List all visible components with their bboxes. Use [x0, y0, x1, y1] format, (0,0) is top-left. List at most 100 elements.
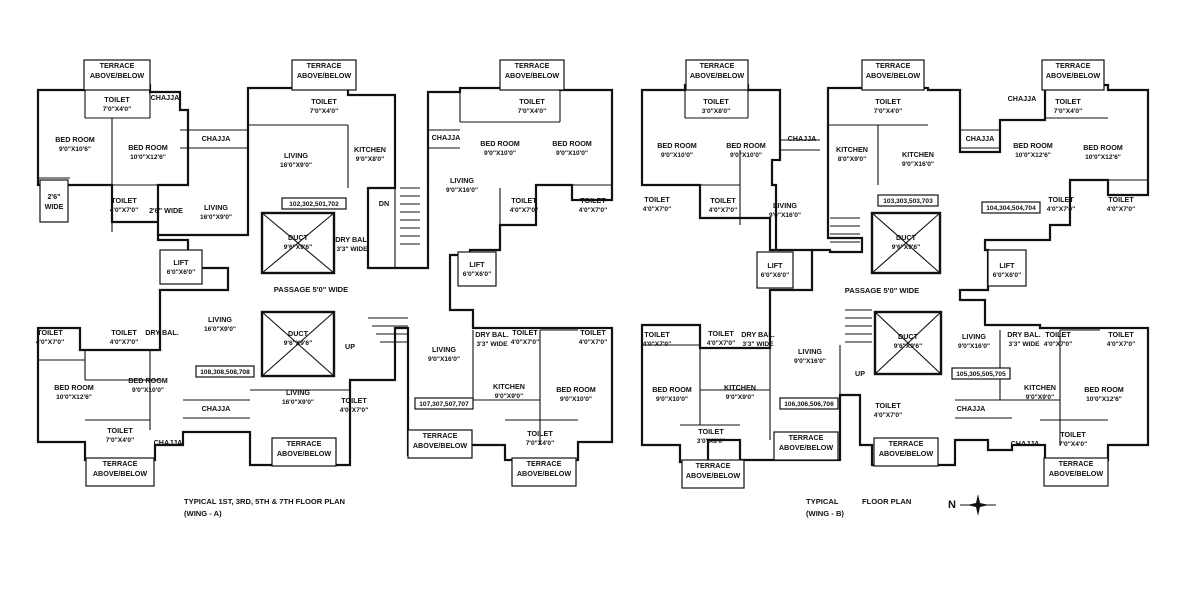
stair-label: UP — [345, 342, 355, 351]
wing-b-terrace-tl — [685, 59, 749, 91]
flat-number: 104,304,504,704 — [986, 205, 1036, 212]
dimension: 9'0"X10'0" — [730, 152, 762, 159]
dimension: 7'0"X4'0" — [526, 440, 554, 447]
label: ABOVE/BELOW — [277, 449, 332, 458]
wing-a-duct-bottom — [260, 310, 336, 378]
label: TOILET — [644, 195, 670, 204]
wing-a-plan — [36, 59, 614, 487]
label: CHAJJA — [202, 404, 231, 413]
label: TOILET — [580, 328, 606, 337]
wing-a-terrace-tl — [83, 59, 151, 91]
dimension: 3'0"X8'0" — [697, 438, 725, 445]
wing-a-labels: TERRACE ABOVE/BELOW TERRACE ABOVE/BELOW … — [36, 61, 607, 518]
label: TERRACE — [307, 61, 342, 70]
wing-b-terrace-bc — [773, 431, 839, 461]
dimension: 4'0"X7'0" — [709, 207, 737, 214]
label: TOILET — [104, 95, 130, 104]
wing-a-duct-top — [260, 211, 336, 275]
dimension: 3'3" WIDE — [336, 246, 368, 253]
flat-number: 106,306,506,706 — [784, 401, 834, 408]
wing-b-outer-wall — [640, 83, 1150, 467]
label: TERRACE — [287, 439, 322, 448]
dimension: 9'0"X10'0" — [661, 152, 693, 159]
label: TERRACE — [889, 439, 924, 448]
wing-a-terrace-br — [407, 429, 473, 459]
label: TOILET — [710, 196, 736, 205]
label: ABOVE/BELOW — [1049, 469, 1104, 478]
dimension: 9'0"X9'0" — [495, 393, 523, 400]
dimension: 7'0"X4'0" — [518, 108, 546, 115]
label: DUCT — [898, 332, 919, 341]
label: TOILET — [644, 330, 670, 339]
label: LIVING — [450, 176, 474, 185]
dimension: 4'0"X7'0" — [1047, 206, 1075, 213]
label: BED ROOM — [128, 143, 168, 152]
dimension: 6'0"X6'0" — [167, 269, 195, 276]
dimension: 4'0"X7'0" — [340, 407, 368, 414]
label: TOILET — [527, 429, 553, 438]
label: TERRACE — [700, 61, 735, 70]
label: TOILET — [1045, 330, 1071, 339]
label: TOILET — [512, 328, 538, 337]
dimension: 4'0"X7'0" — [643, 341, 671, 348]
wing-a-terrace-tc — [291, 59, 357, 91]
dimension: 4'0"X7'0" — [110, 207, 138, 214]
wing-a-caption: TYPICAL 1ST, 3RD, 5TH & 7TH FLOOR PLAN — [184, 497, 345, 506]
dimension: 3'0"X8'0" — [702, 108, 730, 115]
dimension: 9'0"X8'0" — [356, 156, 384, 163]
label: TOILET — [875, 401, 901, 410]
dimension: 4'0"X7'0" — [1044, 341, 1072, 348]
dimension: 4'0"X7'0" — [579, 339, 607, 346]
passage-label: PASSAGE 5'0" WIDE — [845, 286, 919, 295]
wing-b-terrace-tc — [861, 59, 925, 91]
label: TOILET — [511, 196, 537, 205]
label: CHAJJA — [957, 404, 986, 413]
label: ABOVE/BELOW — [879, 449, 934, 458]
wing-b-lift-right — [987, 249, 1027, 287]
label: KITCHEN — [1024, 383, 1056, 392]
dimension: 9'0"X10'0" — [656, 396, 688, 403]
wing-a-terrace-bl — [85, 457, 155, 487]
dimension: 9'6"X9'6" — [894, 343, 922, 350]
wing-a-terrace-tr — [499, 59, 565, 91]
label: ABOVE/BELOW — [690, 71, 745, 80]
wing-b-duct-bottom — [873, 310, 943, 376]
wing-a-wide-slot — [39, 179, 69, 223]
dimension: 9'6"X9'6" — [284, 244, 312, 251]
label: TOILET — [703, 97, 729, 106]
label: 2'6" — [47, 192, 60, 201]
wing-b-caption-mid: FLOOR PLAN — [862, 497, 911, 506]
label: CHAJJA — [788, 134, 817, 143]
wing-b-lift-left — [756, 251, 794, 289]
label: BED ROOM — [1083, 143, 1123, 152]
wing-b-terrace-br2 — [1043, 457, 1109, 487]
label: TOILET — [708, 329, 734, 338]
label: LIVING — [208, 315, 232, 324]
label: BED ROOM — [726, 141, 766, 150]
wing-a-flatno-box-top — [281, 197, 347, 210]
label: 2'6" WIDE — [149, 206, 183, 215]
label: ABOVE/BELOW — [297, 71, 352, 80]
label: ABOVE/BELOW — [517, 469, 572, 478]
dimension: 9'0"X9'0" — [726, 394, 754, 401]
label: TERRACE — [100, 61, 135, 70]
dimension: 7'0"X4'0" — [874, 108, 902, 115]
dimension: 7'0"X4'0" — [310, 108, 338, 115]
north-compass-icon: N — [948, 494, 996, 516]
label: BED ROOM — [652, 385, 692, 394]
label: BED ROOM — [128, 376, 168, 385]
passage-label: PASSAGE 5'0" WIDE — [274, 285, 348, 294]
label: LIVING — [286, 388, 310, 397]
label: DRY BAL. — [145, 328, 179, 337]
label: TERRACE — [527, 459, 562, 468]
label: TERRACE — [876, 61, 911, 70]
label: TOILET — [1108, 195, 1134, 204]
label: TOILET — [875, 97, 901, 106]
wing-a-lift-left — [159, 249, 203, 285]
dimension: 4'0"X7'0" — [511, 339, 539, 346]
dimension: 3'3" WIDE — [1008, 341, 1040, 348]
flat-number: 107,307,507,707 — [419, 401, 469, 408]
label: DRY BAL. — [475, 330, 509, 339]
dimension: 6'0"X6'0" — [463, 271, 491, 278]
dimension: 10'0"X12'6" — [1015, 152, 1051, 159]
